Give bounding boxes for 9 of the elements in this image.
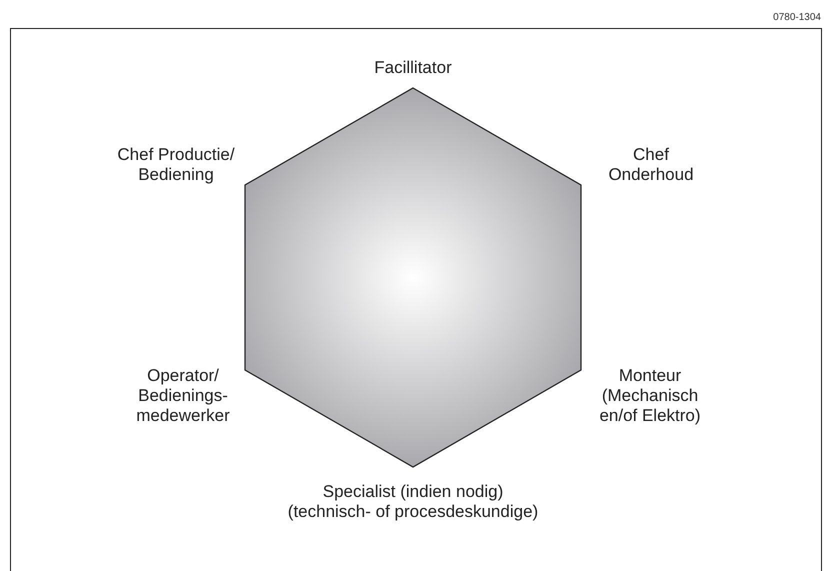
hexagon bbox=[244, 87, 582, 468]
role-label: Specialist (indien nodig) bbox=[322, 482, 504, 502]
role-label: Chef Productie/ Bediening bbox=[116, 145, 236, 185]
role-label: Operator/ Bedienings- medewerker bbox=[135, 366, 231, 426]
role-label: Chef Onderhoud bbox=[607, 145, 695, 185]
figure-code: 0780-1304 bbox=[773, 11, 821, 25]
role-label: Monteur (Mechanisch en/of Elektro) bbox=[598, 366, 702, 426]
role-label: Facillitator bbox=[373, 58, 453, 78]
role-label: (technisch- of procesdeskundige) bbox=[286, 502, 540, 522]
